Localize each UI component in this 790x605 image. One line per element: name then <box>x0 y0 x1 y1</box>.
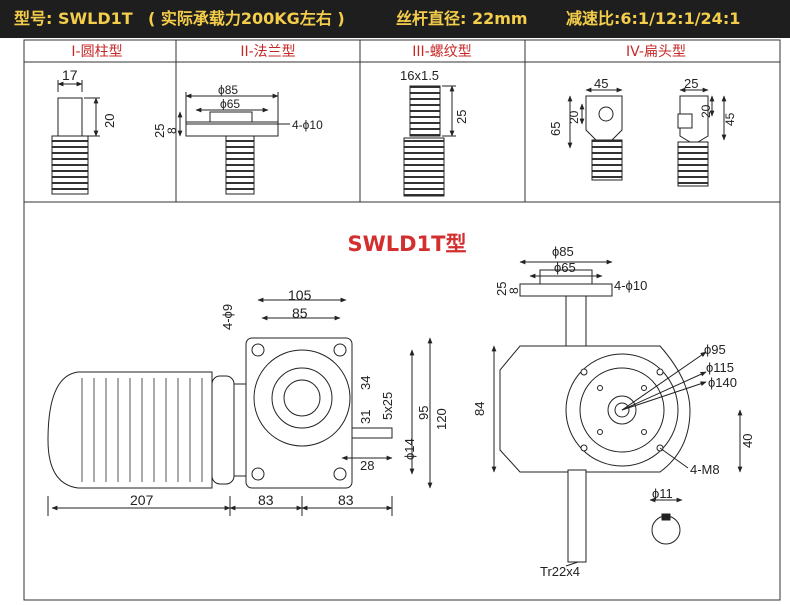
dim-flathead-height: 65 <box>548 122 563 136</box>
dim-side-screw-spec: Tr22x4 <box>540 564 580 579</box>
spec-header-bar: 型号: SWLD1T ( 实际承载力200KG左右 ) 丝杆直径: 22mm 减… <box>0 0 790 38</box>
dim-side-dia-140: ϕ140 <box>708 375 737 390</box>
dim-side-flange-height: 25 <box>494 282 509 296</box>
panel-title-flange: II-法兰型 <box>240 44 296 60</box>
dim-front-34: 34 <box>358 376 373 390</box>
dim-cylinder-width: 17 <box>62 67 78 83</box>
dim-front-holes: 4-ϕ9 <box>220 304 235 330</box>
dim-flange-height: 25 <box>152 124 167 138</box>
dim-flathead-side-slot: 20 <box>699 104 713 118</box>
dim-side-flange-holes: 4-ϕ10 <box>614 278 647 293</box>
model-label: 型号: SWLD1T <box>14 9 133 28</box>
dim-side-dia-115: ϕ115 <box>706 360 734 375</box>
dim-side-84: 84 <box>472 402 487 416</box>
dim-front-83-left: 83 <box>258 492 274 508</box>
dim-flathead-side-height: 45 <box>723 112 737 126</box>
dim-thread-spec: 16x1.5 <box>400 68 439 83</box>
dim-front-83-right: 83 <box>338 492 354 508</box>
panel-title-thread: III-螺纹型 <box>412 44 472 60</box>
dim-front-85: 85 <box>292 305 308 321</box>
dim-cylinder-height: 20 <box>102 114 117 128</box>
dim-flange-thickness: 8 <box>165 127 179 134</box>
dim-thread-length: 25 <box>454 110 469 124</box>
reduction-ratio-label: 减速比:6:1/12:1/24:1 <box>566 9 741 28</box>
dim-front-28: 28 <box>360 458 374 473</box>
dim-front-105: 105 <box>288 287 312 303</box>
load-capacity-label: ( 实际承载力200KG左右 ) <box>148 9 345 28</box>
dim-flange-outer-dia: ϕ85 <box>218 83 238 97</box>
dim-side-40: 40 <box>740 434 755 448</box>
screw-diameter-label: 丝杆直径: 22mm <box>396 9 528 28</box>
side-view-drawing <box>491 259 743 567</box>
dim-side-shaft-dia: ϕ11 <box>652 486 673 501</box>
dim-flathead-width: 45 <box>594 76 608 91</box>
dim-front-120: 120 <box>434 408 449 430</box>
dim-front-key: 5x25 <box>380 392 395 420</box>
flat-head-end-drawing <box>567 87 727 187</box>
dim-side-flange-thickness: 8 <box>507 287 521 294</box>
flange-end-drawing <box>177 92 290 195</box>
dim-side-dia-95: ϕ95 <box>704 342 726 357</box>
panel-title-flat-head: IV-扁头型 <box>626 44 686 60</box>
dim-front-shaft-dia: ϕ14 <box>402 438 417 460</box>
dim-side-mount-threads: 4-M8 <box>690 462 720 477</box>
dim-front-95: 95 <box>416 406 431 420</box>
dim-flathead-side-width: 25 <box>684 76 698 91</box>
cylinder-end-drawing <box>51 80 100 195</box>
dim-flange-holes: 4-ϕ10 <box>292 118 323 132</box>
dim-front-207: 207 <box>130 492 154 508</box>
dim-flange-bolt-circle: ϕ65 <box>220 97 240 111</box>
front-view-drawing <box>47 297 433 516</box>
main-drawing-title: SWLD1T型 <box>347 232 467 256</box>
panel-title-cylinder: I-圆柱型 <box>71 44 123 60</box>
dim-flathead-slot: 20 <box>567 110 581 124</box>
dim-side-bolt-circle: ϕ65 <box>554 260 576 275</box>
dim-side-flange-dia: ϕ85 <box>552 244 574 259</box>
dim-front-31: 31 <box>358 410 373 424</box>
thread-end-drawing <box>403 85 456 197</box>
